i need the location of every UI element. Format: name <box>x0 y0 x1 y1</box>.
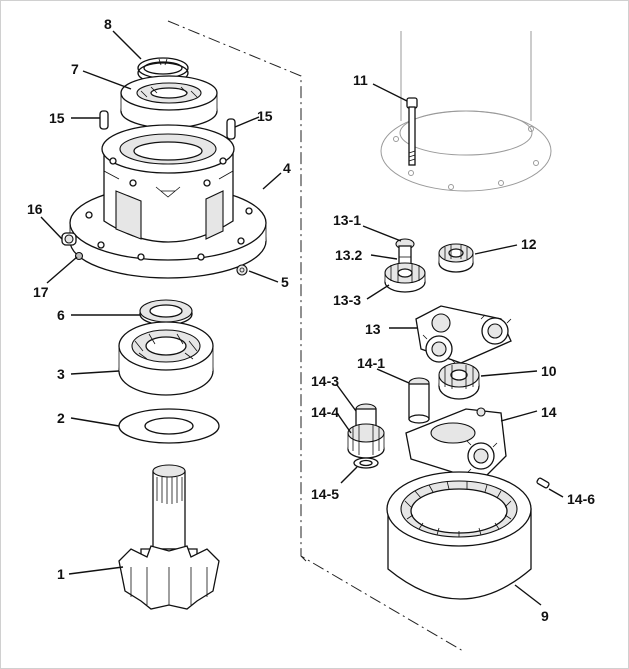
label-3: 3 <box>57 366 65 382</box>
label-7: 7 <box>71 61 79 77</box>
label-13-1: 13-1 <box>333 212 361 228</box>
washer-part-14-5 <box>353 457 379 469</box>
label-15-left: 15 <box>49 110 65 126</box>
carrier-part-14 <box>405 407 507 482</box>
label-2: 2 <box>57 410 65 426</box>
label-12: 12 <box>521 236 537 252</box>
ring-gear-part-9 <box>386 471 532 600</box>
label-17: 17 <box>33 284 49 300</box>
label-6: 6 <box>57 307 65 323</box>
label-10: 10 <box>541 363 557 379</box>
housing-part-4 <box>69 124 267 279</box>
part-labels: 8 7 15 15 4 16 17 5 6 3 2 1 11 12 13-1 1… <box>27 16 595 624</box>
label-13: 13 <box>365 321 381 337</box>
label-8: 8 <box>104 16 112 32</box>
label-9: 9 <box>541 608 549 624</box>
label-4: 4 <box>283 160 291 176</box>
washer-part-2 <box>118 408 220 444</box>
label-14-4: 14-4 <box>311 404 339 420</box>
gear-part-14-4 <box>347 423 385 459</box>
label-13-2: 13.2 <box>335 247 362 263</box>
pin-part-14-6 <box>536 477 550 489</box>
assembly-centerline <box>167 20 464 652</box>
upper-housing-outline <box>380 31 552 192</box>
gear-part-12 <box>438 243 474 273</box>
snap-ring-part-8 <box>137 57 189 84</box>
bolt-part-11 <box>406 97 418 166</box>
label-1: 1 <box>57 566 65 582</box>
label-14: 14 <box>541 404 557 420</box>
gear-part-13-3 <box>384 262 426 293</box>
carrier-part-13 <box>415 305 512 364</box>
pin-part-15-left <box>99 110 109 130</box>
label-15-right: 15 <box>257 108 273 124</box>
plug-part-17 <box>74 251 84 261</box>
gear-part-10 <box>438 362 480 400</box>
label-14-3: 14-3 <box>311 373 339 389</box>
label-14-6: 14-6 <box>567 491 595 507</box>
leader-lines <box>40 30 564 606</box>
bearing-part-3 <box>118 321 214 396</box>
label-14-1: 14-1 <box>357 355 385 371</box>
label-16: 16 <box>27 201 43 217</box>
pin-part-15-right <box>226 118 236 140</box>
pinion-shaft-part-1 <box>118 464 220 610</box>
seal-part-6 <box>139 299 193 326</box>
plug-part-16 <box>61 232 77 246</box>
label-11: 11 <box>353 72 368 88</box>
bearing-part-7 <box>120 75 218 129</box>
label-14-5: 14-5 <box>311 486 339 502</box>
plug-part-5 <box>236 264 248 276</box>
pin-part-14-1 <box>408 377 430 424</box>
label-5: 5 <box>281 274 289 290</box>
label-13-3: 13-3 <box>333 292 361 308</box>
